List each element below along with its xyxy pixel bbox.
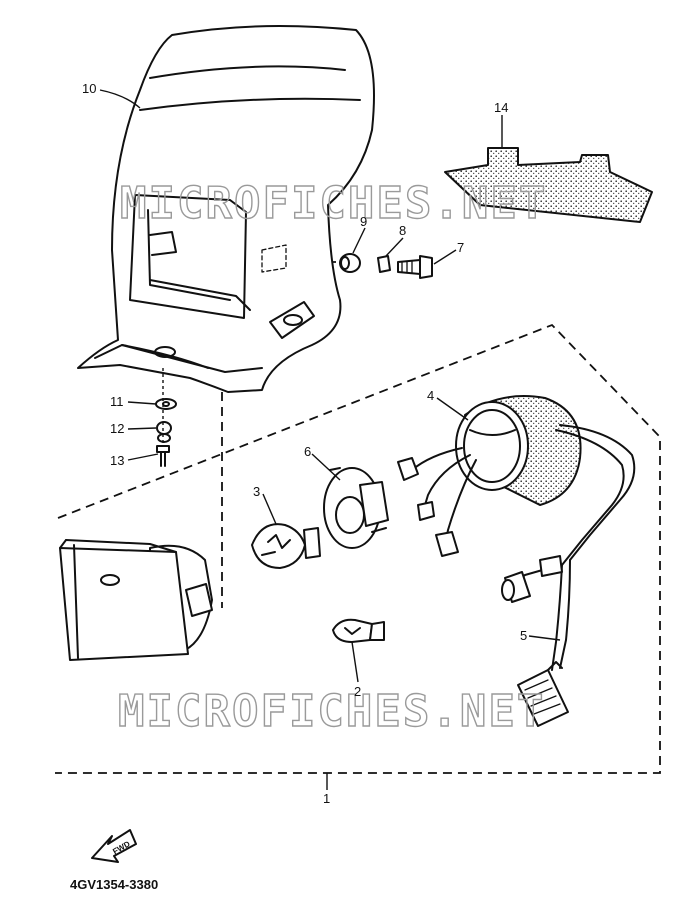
part-3-bulb [251,523,321,569]
callout-4: 4 [427,388,434,403]
part-6-socket-plate [323,467,389,549]
part-11-washer [155,398,177,410]
forward-arrow-icon: FWD [91,829,137,863]
callout-14: 14 [494,100,508,115]
part-5-connector [517,661,569,727]
watermark-top: MICROFICHES.NET [120,178,547,229]
part-7-screw [397,255,433,279]
callout-2: 2 [354,684,361,699]
callout-leaders [99,89,561,790]
callout-12: 12 [110,421,124,436]
headlight-cowling [77,25,375,393]
callout-7: 7 [457,240,464,255]
part-12-collar [156,421,172,443]
callout-9: 9 [360,214,367,229]
part-14-pad [444,147,653,223]
part-2-bulb [332,618,385,643]
part-9-grommet [339,253,361,273]
part-4-housing [455,395,582,506]
wiring-leads [397,424,636,671]
callout-5: 5 [520,628,527,643]
callout-8: 8 [399,223,406,238]
watermark-bottom: MICROFICHES.NET [118,686,545,737]
callout-numbers: 10 14 9 8 7 11 12 13 4 6 3 5 2 1 [82,81,527,806]
part-13-bolt [156,445,170,467]
part-code: 4GV1354-3380 [70,877,158,892]
callout-6: 6 [304,444,311,459]
callout-3: 3 [253,484,260,499]
part-8-nut [377,255,391,273]
callout-1: 1 [323,791,330,806]
callout-11: 11 [110,394,124,409]
assembly-boundary [55,323,661,774]
callout-10: 10 [82,81,96,96]
part-1-headlight-unit [59,539,213,661]
callout-13: 13 [110,453,124,468]
